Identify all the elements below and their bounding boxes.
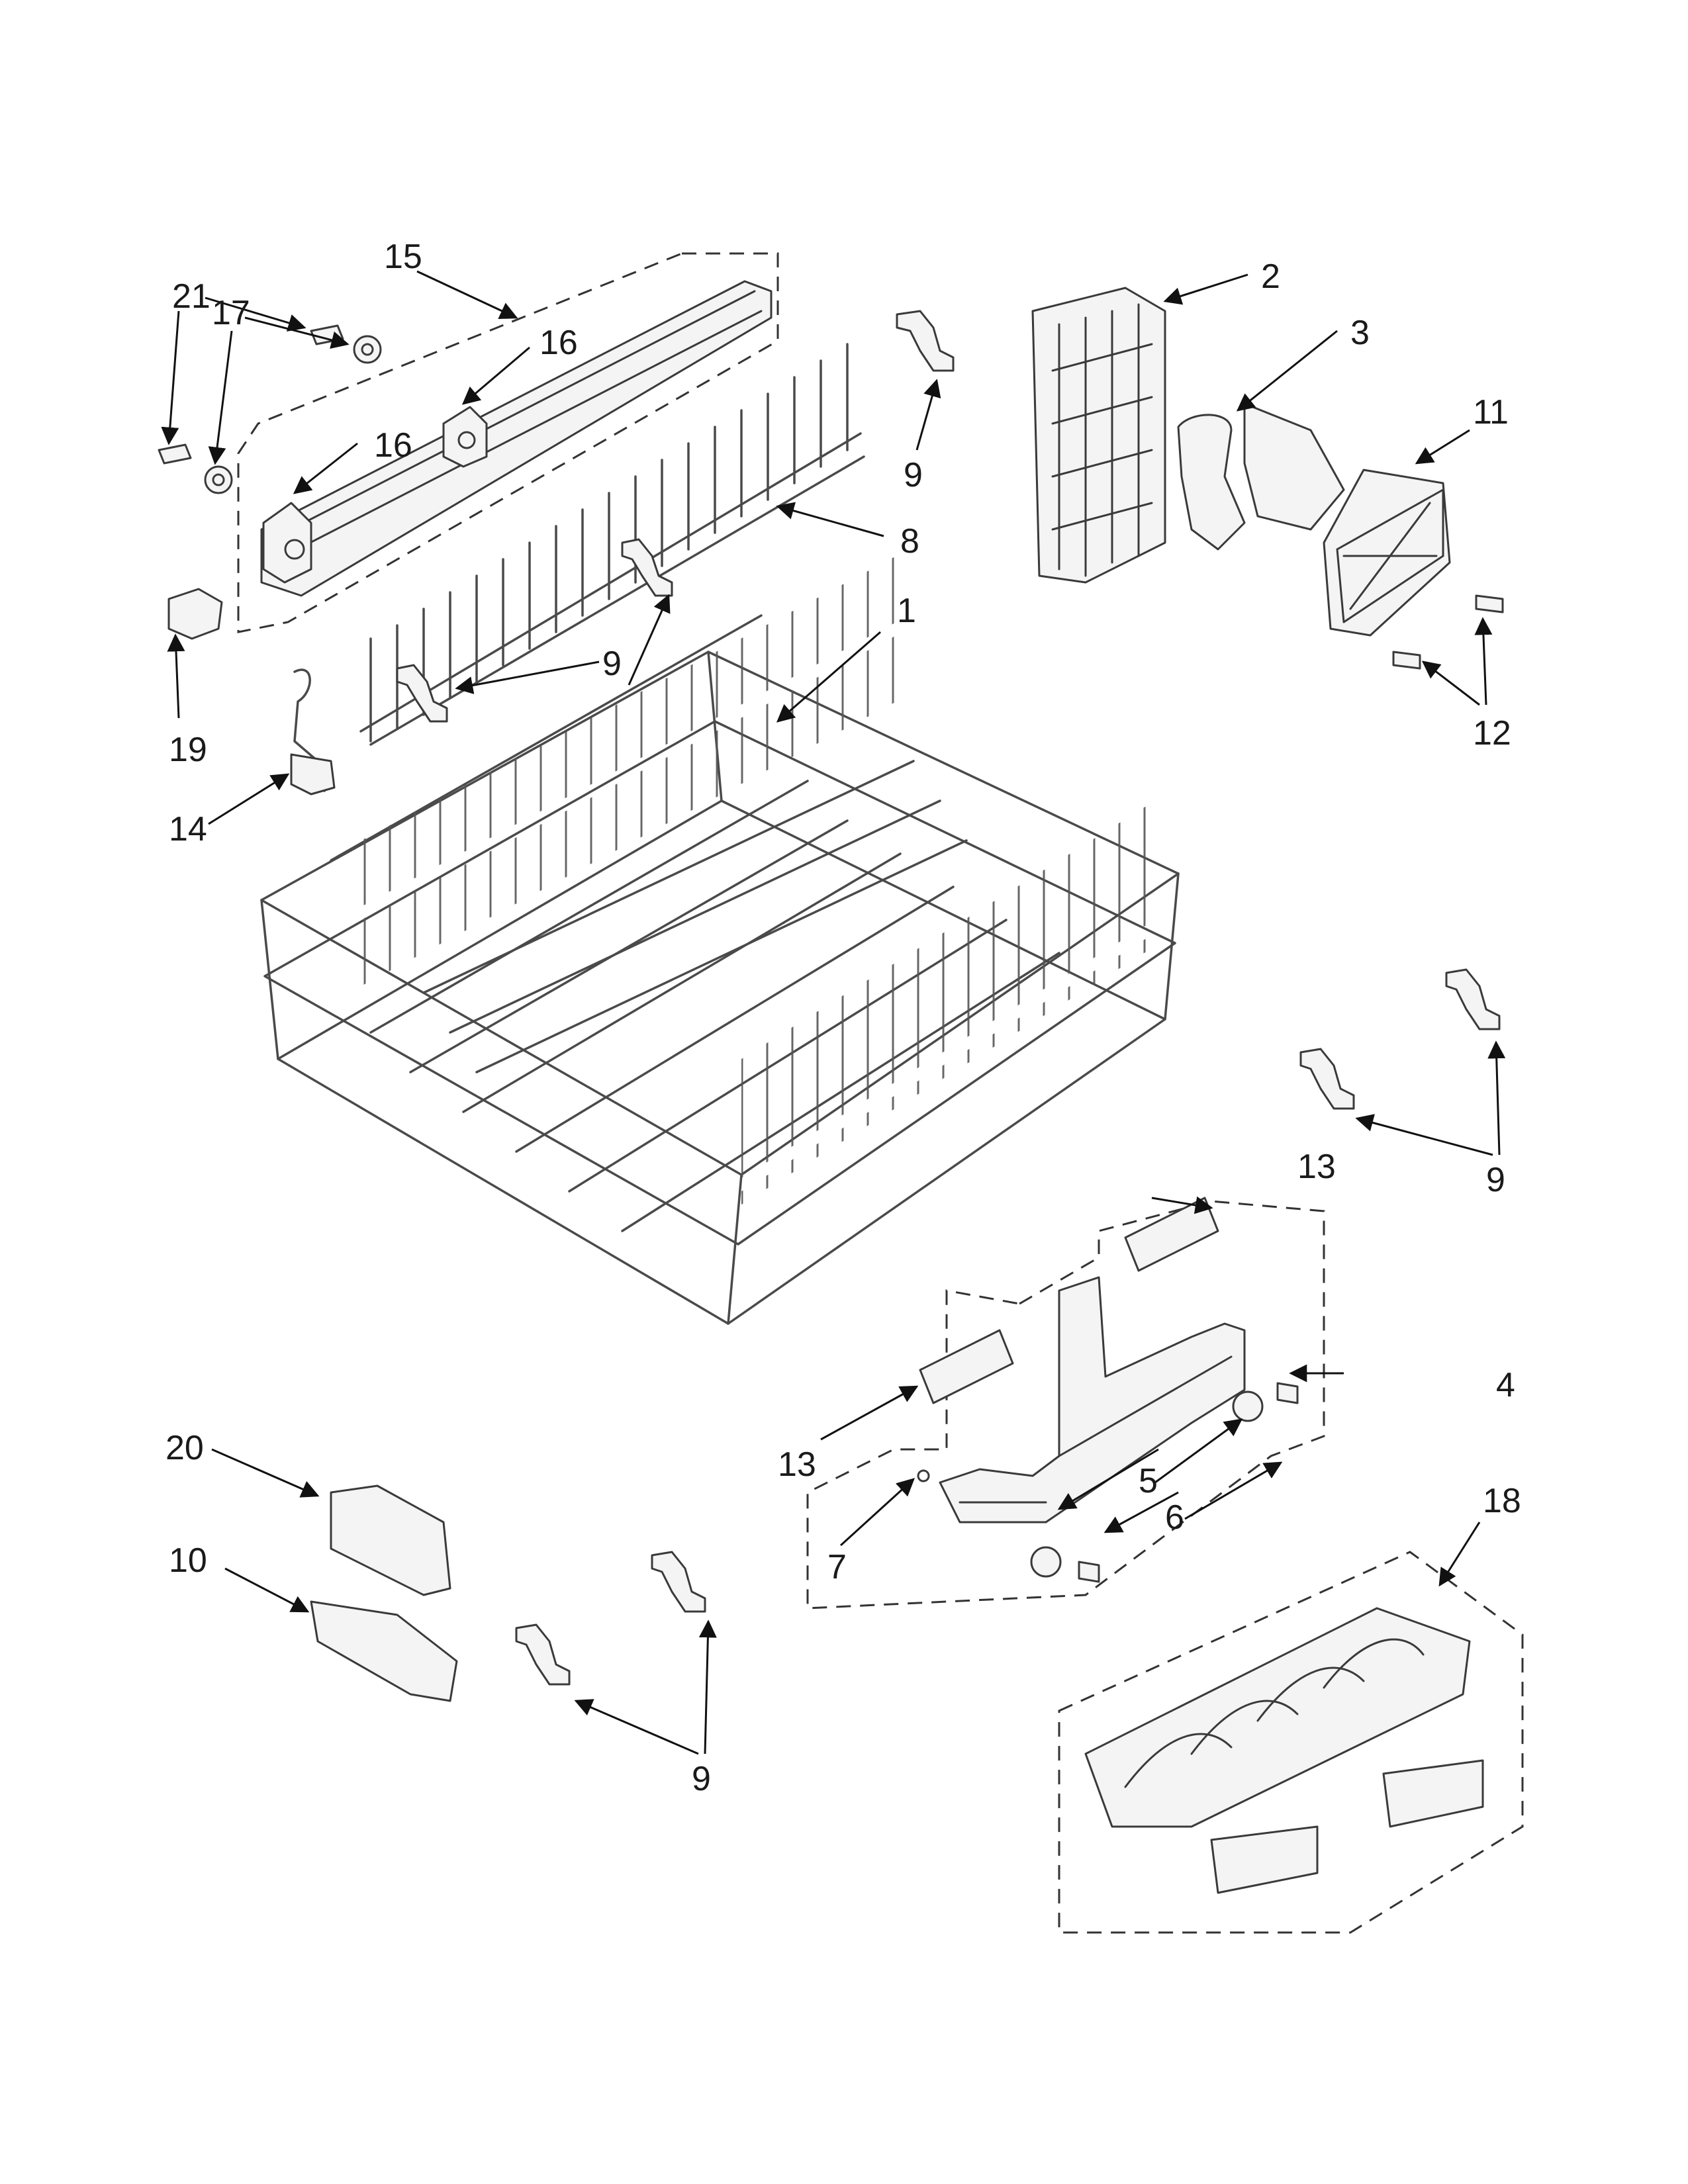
rack-adjuster-part <box>290 668 336 796</box>
callout-15: 15 <box>384 238 422 276</box>
rack-stop-part <box>330 1484 451 1596</box>
callout-20: 20 <box>165 1429 204 1467</box>
callout-1: 1 <box>897 592 916 630</box>
rack-guide-parts <box>919 1197 1219 1404</box>
callout-17: 17 <box>212 294 250 332</box>
callout-16-upper: 16 <box>539 324 578 362</box>
callout-13-upper: 13 <box>1297 1148 1336 1186</box>
callout-5: 5 <box>1139 1462 1158 1500</box>
callout-9-top: 9 <box>904 456 923 494</box>
rack-tray-assembly <box>1058 1551 1524 1934</box>
callout-labels: 1 2 3 4 5 6 7 8 9 9 9 9 10 11 12 13 13 1… <box>165 238 1521 1798</box>
callout-4: 4 <box>1496 1366 1515 1404</box>
dish-rack <box>260 547 1180 1325</box>
callout-2: 2 <box>1261 257 1280 296</box>
clip-parts <box>396 310 1501 1686</box>
rack-rail-assembly <box>237 252 779 633</box>
rack-mount-part <box>1031 287 1166 584</box>
callout-3: 3 <box>1350 314 1370 352</box>
screw-parts <box>1392 594 1504 670</box>
rack-bracket-assembly <box>806 1200 1325 1610</box>
callout-9-bottom: 9 <box>692 1760 711 1798</box>
callout-13-lower: 13 <box>778 1445 816 1484</box>
callout-9-right: 9 <box>1486 1161 1505 1199</box>
callout-14: 14 <box>169 810 207 848</box>
callout-8: 8 <box>900 522 919 561</box>
rack-latch-part <box>310 1600 458 1702</box>
tine-row <box>359 343 865 746</box>
callout-19: 19 <box>169 731 207 769</box>
rail-hardware <box>158 324 382 640</box>
callout-18: 18 <box>1483 1482 1521 1520</box>
callout-16-lower: 16 <box>374 426 412 465</box>
callout-9-middle: 9 <box>602 645 622 683</box>
callout-21: 21 <box>172 277 211 316</box>
adjuster-lever-part <box>1177 402 1345 551</box>
callout-11: 11 <box>1473 393 1509 432</box>
callout-12: 12 <box>1473 714 1511 752</box>
callout-10: 10 <box>169 1541 207 1580</box>
leader-lines <box>161 270 1506 1755</box>
adjuster-cover-part <box>1323 469 1451 637</box>
callout-7: 7 <box>827 1548 847 1586</box>
callout-6: 6 <box>1165 1498 1184 1537</box>
